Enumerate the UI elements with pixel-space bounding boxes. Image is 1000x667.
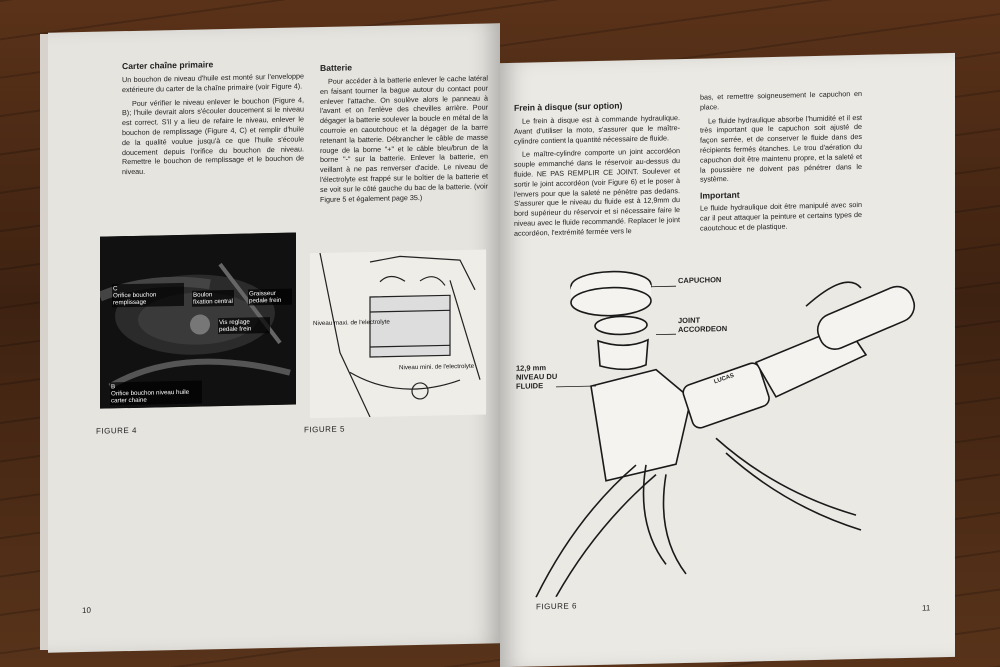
- figure-4-label-c: C Orifice bouchon remplissage: [112, 282, 184, 308]
- carter-paragraph-2: Pour vérifier le niveau enlever le bouch…: [122, 94, 304, 177]
- fluide-paragraph-1: bas, et remettre soigneusement le capuch…: [700, 88, 862, 112]
- figure-6-drawing: CAPUCHON JOINT ACCORDEON 12,9 mm NIVEAU …: [516, 258, 936, 598]
- figure-4-label-b: B Orifice bouchon niveau huile carter ch…: [110, 380, 202, 406]
- section-frein: Frein à disque (sur option) Le frein à d…: [514, 99, 680, 242]
- right-page: Frein à disque (sur option) Le frein à d…: [500, 52, 955, 667]
- figure-6-label-niveau: 12,9 mm NIVEAU DU FLUIDE: [516, 363, 558, 391]
- section-batterie: Batterie Pour accéder à la batterie enle…: [320, 60, 488, 209]
- figure-6-label-joint: JOINT ACCORDEON: [678, 315, 728, 335]
- figure-5-image: [319, 252, 481, 418]
- section-fluide: bas, et remettre soigneusement le capuch…: [700, 89, 862, 237]
- page-number-right: 11: [922, 603, 931, 613]
- figure-5-label-min: Niveau mini. de l'electrolyte: [399, 362, 475, 372]
- batterie-paragraph: Pour accéder à la batterie enlever le ca…: [320, 73, 488, 204]
- fluide-paragraph-2: Le fluide hydraulique absorbe l'humidité…: [700, 112, 862, 184]
- figure-6-image: [535, 270, 916, 598]
- frein-paragraph-2: Le maître-cylindre comporte un joint acc…: [514, 146, 680, 238]
- figure-4-image: [98, 232, 296, 409]
- figure-5-caption: FIGURE 5: [304, 424, 345, 435]
- section-carter: Carter chaîne primaire Un bouchon de niv…: [122, 57, 304, 181]
- figure-4-caption: FIGURE 4: [96, 425, 137, 436]
- carter-paragraph-1: Un bouchon de niveau d'huile est monté s…: [122, 71, 304, 94]
- figure-6-label-capuchon: CAPUCHON: [678, 275, 722, 286]
- figure-4-photo: C Orifice bouchon remplissage Boulon fix…: [98, 232, 296, 409]
- figure-4-label-graisseur: Graisseur pedale frein: [248, 288, 292, 306]
- frein-paragraph-1: Le frein à disque est à commande hydraul…: [514, 113, 680, 146]
- left-page: Carter chaîne primaire Un bouchon de niv…: [48, 23, 500, 653]
- figure-4-label-vis: Vis reglage pedale frein: [218, 317, 270, 335]
- figure-6-caption: FIGURE 6: [536, 601, 577, 612]
- section-subtitle-important: Important: [700, 189, 740, 201]
- page-number-left: 10: [82, 605, 91, 616]
- figure-4-label-boulon: Boulon fixation central: [192, 289, 234, 307]
- figure-5-drawing: Niveau maxi. de l'electrolyte Niveau min…: [310, 249, 486, 419]
- fluide-paragraph-3: Le fluide hydraulique doit être manipulé…: [700, 200, 862, 233]
